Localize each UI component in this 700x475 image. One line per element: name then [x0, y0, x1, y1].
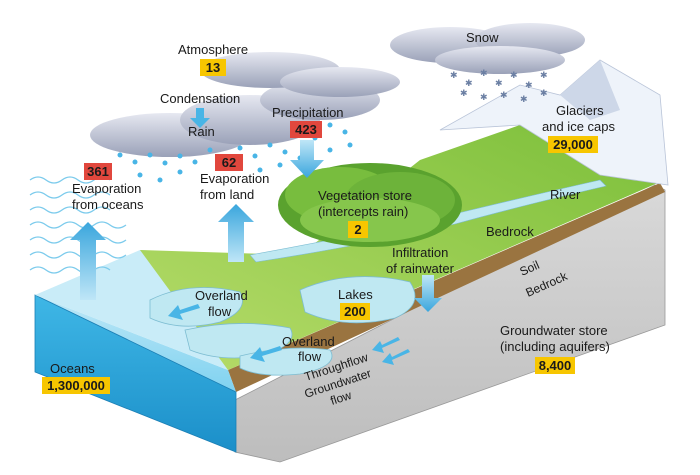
value-box-evap-oceans: [84, 163, 112, 180]
label-evap-land-1: Evaporation: [200, 171, 269, 186]
label-vegetation-1: Vegetation store: [318, 188, 412, 203]
label-snow: Snow: [466, 30, 499, 45]
arrow-overland-1: [168, 304, 200, 320]
value-box-groundwater: [535, 357, 575, 374]
land-surface: [140, 125, 660, 370]
value-oceans: 1,300,000: [47, 378, 105, 393]
arrow-precipitation: [290, 140, 324, 178]
label-glaciers-1: Glaciers: [556, 103, 604, 118]
svg-text:✱: ✱: [540, 71, 548, 81]
label-overland-1b: flow: [208, 304, 232, 319]
label-evap-oceans-2: from oceans: [72, 197, 144, 212]
label-rain: Rain: [188, 124, 215, 139]
arrow-throughflow: [372, 337, 400, 353]
upper-cloud: [200, 52, 400, 97]
label-groundwater-store-1: Groundwater store: [500, 323, 608, 338]
label-overland-1a: Overland: [195, 288, 248, 303]
label-oceans: Oceans: [50, 361, 95, 376]
snow-cloud: [390, 23, 585, 74]
value-evap-land: 62: [222, 155, 236, 170]
label-vegetation-2: (intercepts rain): [318, 204, 408, 219]
value-box-atmosphere: [200, 59, 226, 76]
label-precipitation: Precipitation: [272, 105, 344, 120]
label-groundwater-flow-2: flow: [329, 388, 354, 408]
svg-text:✱: ✱: [500, 91, 508, 101]
svg-text:✱: ✱: [540, 89, 548, 99]
arrow-evaporation-oceans: [70, 222, 106, 300]
svg-text:✱: ✱: [460, 89, 468, 99]
arrow-condensation: [190, 108, 210, 128]
label-overland-2b: flow: [298, 349, 322, 364]
value-atmosphere: 13: [206, 60, 220, 75]
value-box-oceans: [42, 377, 110, 394]
arrow-evaporation-land: [218, 204, 254, 262]
label-infiltration-2: of rainwater: [386, 261, 455, 276]
arrow-infiltration: [414, 275, 442, 312]
label-river: River: [550, 187, 581, 202]
value-box-lakes: [340, 303, 370, 320]
label-groundwater-store-2: (including aquifers): [500, 339, 610, 354]
label-condensation: Condensation: [160, 91, 240, 106]
arrow-groundwater-flow: [382, 349, 410, 365]
svg-text:✱: ✱: [525, 81, 533, 91]
label-overland-2a: Overland: [282, 334, 335, 349]
label-lakes: Lakes: [338, 287, 373, 302]
value-box-precipitation: [290, 121, 322, 138]
ocean-front: [34, 294, 237, 453]
label-evap-oceans-1: Evaporation: [72, 181, 141, 196]
value-box-evap-land: [215, 154, 243, 171]
label-glaciers-2: and ice caps: [542, 119, 615, 134]
lake-shape: [299, 276, 416, 324]
svg-text:✱: ✱: [495, 79, 503, 89]
label-bedrock-top: Bedrock: [486, 224, 534, 239]
value-box-glaciers: [548, 136, 598, 153]
value-glaciers: 29,000: [553, 137, 593, 152]
overland-wetland-2: [184, 323, 293, 359]
label-atmosphere: Atmosphere: [178, 42, 248, 57]
svg-text:✱: ✱: [450, 71, 458, 81]
rain-drops: [117, 122, 353, 183]
value-groundwater: 8,400: [539, 358, 572, 373]
label-evap-land-2: from land: [200, 187, 254, 202]
soil-band: [228, 183, 665, 392]
value-precipitation: 423: [295, 122, 317, 137]
svg-text:✱: ✱: [480, 93, 488, 103]
value-box-vegetation: [348, 221, 368, 238]
svg-text:✱: ✱: [510, 71, 518, 81]
arrow-overland-2: [250, 346, 282, 362]
svg-text:✱: ✱: [465, 79, 473, 89]
vegetation-trees: [278, 163, 462, 247]
glacier-shadow: [560, 60, 620, 120]
svg-text:✱: ✱: [480, 69, 488, 79]
value-evap-oceans: 361: [87, 164, 109, 179]
rain-cloud: [90, 80, 380, 157]
label-infiltration-1: Infiltration: [392, 245, 448, 260]
value-vegetation: 2: [354, 222, 361, 237]
svg-text:✱: ✱: [520, 95, 528, 105]
snowflakes: ✱✱✱ ✱✱✱ ✱✱✱ ✱✱✱: [450, 69, 548, 105]
value-lakes: 200: [344, 304, 366, 319]
